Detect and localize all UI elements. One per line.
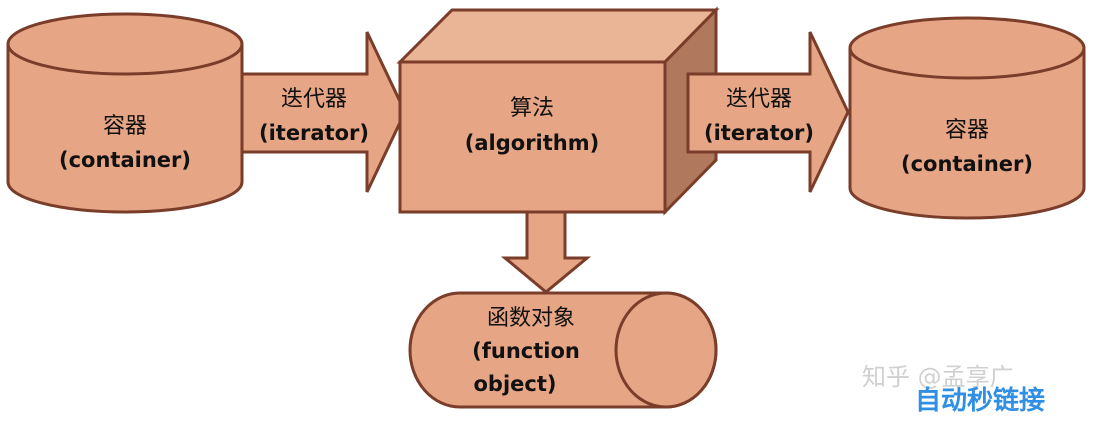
algorithm-box-top <box>396 8 720 64</box>
function-object-label-en1: (function <box>472 339 580 363</box>
container-left-label-cn: 容器 <box>103 114 147 139</box>
iterator-right-arrow-shape <box>686 31 850 193</box>
watermark-line2: 自动秒链接 <box>915 385 1045 416</box>
watermark: 知乎 @孟享广 自动秒链接 <box>862 363 1045 416</box>
iterator-right-label-cn: 迭代器 <box>726 87 792 112</box>
container-right-top <box>848 16 1086 80</box>
container-left-label-en: (container) <box>59 148 191 172</box>
watermark-line1: 知乎 @孟享广 <box>862 363 1014 391</box>
iterator-left-arrow-shape <box>240 31 407 193</box>
down-arrow-shape <box>500 210 592 294</box>
iterator-left-label-cn: 迭代器 <box>281 87 347 112</box>
container-left-body <box>6 44 244 214</box>
function-object-cylinder: 函数对象 (function object) <box>408 291 718 409</box>
algorithm-label-en: (algorithm) <box>465 131 599 155</box>
container-right-body <box>848 48 1086 220</box>
function-object-label-en2: object) <box>474 372 557 396</box>
container-right-label-cn: 容器 <box>945 118 989 143</box>
container-right-cylinder: 容器 (container) <box>848 16 1086 220</box>
down-arrow <box>500 210 592 294</box>
container-left-top <box>6 12 244 76</box>
container-left-cylinder: 容器 (container) <box>6 12 244 214</box>
iterator-left-label-en: (iterator) <box>259 121 369 145</box>
algorithm-box: 算法 (algorithm) <box>396 6 720 216</box>
container-right-label-en: (container) <box>901 152 1033 176</box>
iterator-left-arrow: 迭代器 (iterator) <box>240 31 407 193</box>
iterator-right-label-en: (iterator) <box>704 121 814 145</box>
algorithm-box-front <box>398 60 667 214</box>
algorithm-label-cn: 算法 <box>510 96 554 121</box>
function-object-end <box>614 291 718 409</box>
function-object-label-cn: 函数对象 <box>487 306 575 331</box>
iterator-right-arrow: 迭代器 (iterator) <box>686 31 850 193</box>
